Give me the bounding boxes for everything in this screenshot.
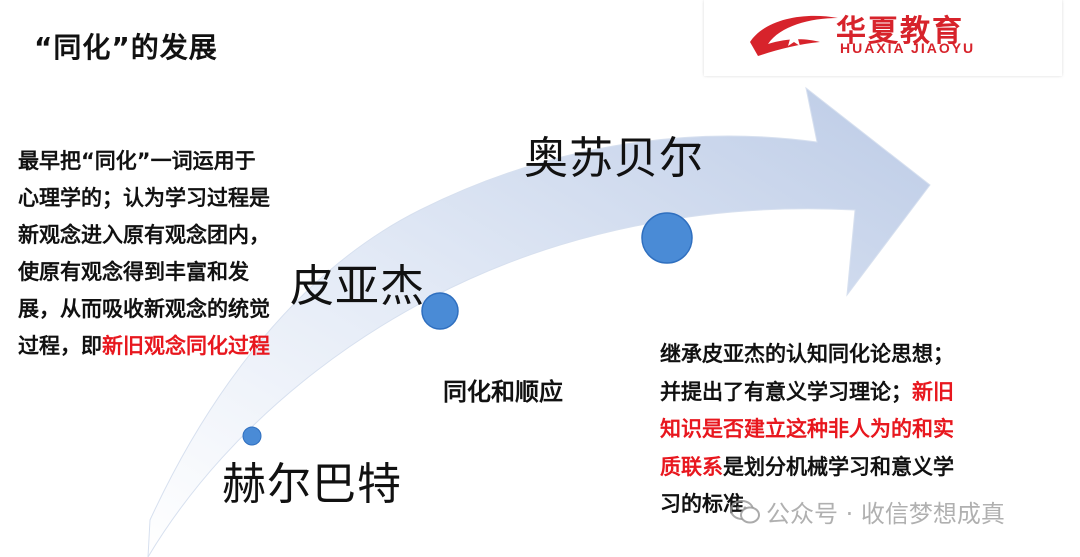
herbart-description-highlight: 新旧观念同化过程 xyxy=(102,334,270,358)
arrow-body xyxy=(147,86,931,557)
slide-title: “同化”的发展 xyxy=(34,31,218,64)
piaget-concept-label: 同化和顺应 xyxy=(443,378,563,406)
herbart-description: 最早把“同化”一词运用于心理学的；认为学习过程是新观念进入原有观念团内，使原有观… xyxy=(18,143,273,365)
watermark: 公众号 · 收信梦想成真 xyxy=(730,494,1005,529)
logo-chinese: 华夏教育 xyxy=(836,14,964,49)
name-herbart: 赫尔巴特 xyxy=(222,459,402,510)
watermark-text: 公众号 · 收信梦想成真 xyxy=(766,500,1005,528)
name-ausubel: 奥苏贝尔 xyxy=(524,133,704,184)
ausubel-description-part2: 是划分机械学习和意义学习的标准 xyxy=(660,454,954,517)
ausubel-description-part1: 继承皮亚杰的认知同化论思想；并提出了有意义学习理论； xyxy=(660,342,954,404)
logo-english: HUAXIA JIAOYU xyxy=(840,40,976,56)
ausubel-description: 继承皮亚杰的认知同化论思想；并提出了有意义学习理论；新旧知识是否建立这种非人为的… xyxy=(660,336,972,524)
stage-dot-ausubel xyxy=(641,212,693,264)
wechat-icon xyxy=(730,499,760,523)
name-piaget: 皮亚杰 xyxy=(290,261,425,312)
ausubel-description-highlight: 新旧知识是否建立这种非人为的和实质联系 xyxy=(660,379,954,479)
stage-dot-piaget xyxy=(421,292,459,330)
stage-dot-herbart xyxy=(242,426,262,446)
logo-swoosh-icon xyxy=(750,15,838,56)
herbart-description-text: 最早把“同化”一词运用于心理学的；认为学习过程是新观念进入原有观念团内，使原有观… xyxy=(18,149,270,358)
logo: 华夏教育 HUAXIA JIAOYU xyxy=(704,0,1062,76)
